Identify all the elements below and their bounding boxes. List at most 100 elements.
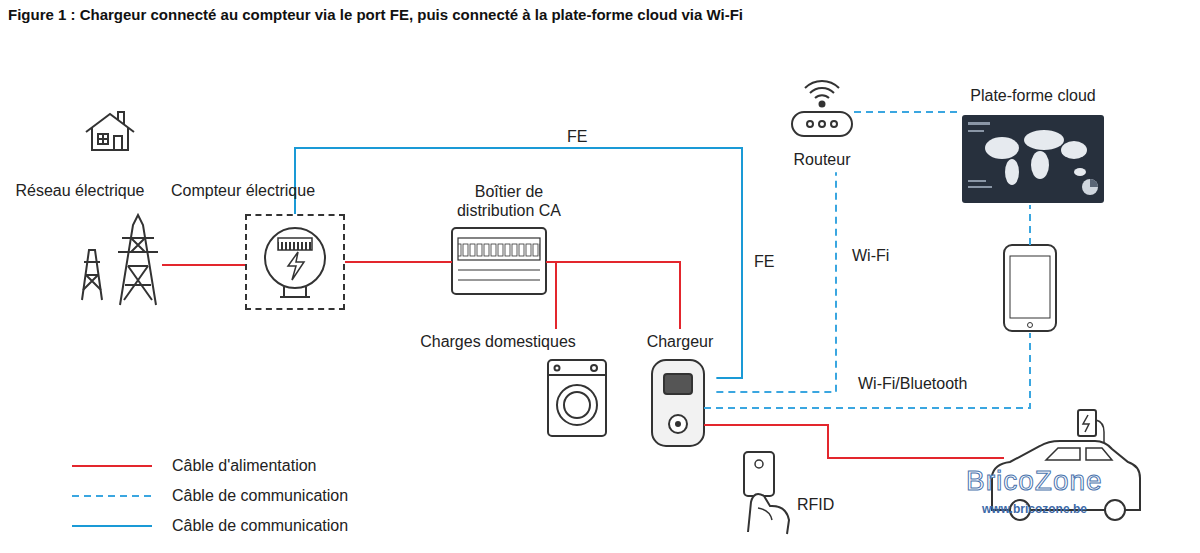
car-icon-part bbox=[1046, 448, 1112, 460]
meter-icon-part bbox=[288, 252, 304, 280]
cloud-screen-icon-part bbox=[1090, 179, 1098, 187]
house-icon-part bbox=[114, 136, 122, 150]
charger-icon bbox=[652, 360, 704, 446]
washing-machine-icon-part bbox=[564, 392, 590, 418]
legend-swatch bbox=[72, 525, 152, 527]
phone-icon-part bbox=[1004, 245, 1056, 331]
pylon-icon-part bbox=[120, 215, 156, 305]
charger-icon-part bbox=[652, 360, 704, 446]
meter-icon-part bbox=[278, 238, 312, 250]
node-label: Charges domestiques bbox=[420, 332, 576, 351]
node-label: Boîtier de distribution CA bbox=[439, 182, 579, 220]
phone-icon bbox=[1004, 245, 1056, 331]
router-icon-part bbox=[831, 121, 837, 127]
distribution-box-icon-part bbox=[452, 228, 546, 294]
phone-icon-part bbox=[1010, 256, 1050, 318]
cable-connector bbox=[854, 111, 962, 113]
router-icon-part bbox=[815, 95, 829, 98]
cloud-screen-icon-part bbox=[968, 122, 990, 125]
pylon-icon-part bbox=[118, 238, 158, 266]
node-label: Chargeur bbox=[647, 332, 714, 351]
cable-connector bbox=[546, 262, 556, 329]
phone-icon-part bbox=[1028, 323, 1033, 328]
meter-node: Compteur électrique bbox=[245, 214, 345, 310]
washing-machine-icon bbox=[548, 360, 606, 436]
meter-icon bbox=[265, 228, 325, 297]
router-icon bbox=[792, 81, 852, 136]
legend-swatch bbox=[72, 465, 152, 467]
extra-wires-part bbox=[1029, 205, 1031, 245]
distribution-box-icon-part bbox=[458, 270, 540, 280]
washing-machine-icon-part bbox=[591, 365, 597, 371]
pylon-icon-part bbox=[124, 238, 152, 300]
node-label: Plate-forme cloud bbox=[970, 86, 1095, 105]
router-icon-part bbox=[819, 121, 825, 127]
cloud-screen-icon-part bbox=[1061, 141, 1087, 159]
cloud-screen-icon-part bbox=[1031, 151, 1049, 179]
cable-connector bbox=[162, 264, 245, 266]
node-label: Routeur bbox=[794, 150, 851, 169]
charger-icon-part bbox=[669, 415, 687, 433]
legend-text: Câble d'alimentation bbox=[172, 456, 316, 475]
cloud-screen-icon-part bbox=[985, 137, 1019, 159]
washing-machine-icon-part bbox=[548, 360, 606, 436]
charger-node: Chargeur bbox=[644, 329, 717, 446]
node-label: Compteur électrique bbox=[171, 181, 315, 200]
pylon-icon-part bbox=[83, 262, 101, 290]
cloud-screen-icon-part bbox=[968, 180, 986, 182]
router-node: Routeur bbox=[790, 78, 854, 172]
charger-icon-part bbox=[664, 374, 692, 394]
house-icon-part bbox=[98, 134, 108, 144]
distribution-box-node: Boîtier de distribution CA bbox=[452, 228, 546, 294]
rfid-card-icon-part bbox=[748, 494, 789, 534]
extra-wires-part bbox=[704, 425, 1004, 458]
cloud-screen-icon-part bbox=[1074, 168, 1086, 176]
node-label: Réseau électrique bbox=[16, 181, 145, 200]
pylon-icon-part bbox=[82, 250, 102, 300]
cable-connector bbox=[295, 148, 742, 378]
washing-machine-icon-part bbox=[557, 385, 597, 425]
rfid-card-icon bbox=[744, 452, 789, 534]
cloud-screen-icon-part bbox=[968, 130, 984, 132]
house-icon-part bbox=[118, 112, 124, 124]
extra-wires-part bbox=[704, 333, 1030, 408]
washing-machine-icon-part bbox=[555, 366, 560, 371]
cloud-platform-node: Plate-forme cloud bbox=[962, 115, 1104, 203]
power-grid-node: Réseau électrique bbox=[78, 212, 162, 307]
rfid-card-icon-part bbox=[758, 508, 772, 520]
cloud-screen-icon-part bbox=[968, 186, 992, 188]
charger-icon-part bbox=[675, 421, 681, 427]
edge-label: Wi-Fi bbox=[852, 246, 889, 265]
node-label: RFID bbox=[797, 495, 834, 514]
cloud-screen-icon-part bbox=[962, 115, 1104, 203]
rfid-node: RFID bbox=[742, 452, 792, 534]
car-icon-part bbox=[1105, 500, 1125, 520]
legend-text: Câble de communication bbox=[172, 486, 348, 505]
router-icon-part bbox=[820, 102, 825, 107]
cable-connector bbox=[716, 172, 836, 392]
cloud-screen-icon-part bbox=[1024, 130, 1064, 150]
router-icon-part bbox=[807, 121, 813, 127]
figure-title: Figure 1 : Chargeur connecté au compteur… bbox=[8, 6, 743, 23]
legend-text: Câble de communication bbox=[172, 516, 348, 535]
watermark-url: www.bricozone.be bbox=[982, 502, 1087, 516]
cloud-screen-icon bbox=[962, 115, 1104, 203]
car-icon-part bbox=[1078, 410, 1096, 436]
signal-label: Wi-Fi/Bluetooth bbox=[858, 374, 967, 393]
washing-machine-icon-part bbox=[548, 374, 606, 376]
distribution-box-icon bbox=[452, 228, 546, 294]
house-icon-part bbox=[86, 114, 134, 132]
signal-label: FE bbox=[754, 252, 774, 271]
rfid-card-icon-part bbox=[755, 460, 763, 468]
house-icon-part bbox=[92, 128, 128, 150]
household-load-node: Charges domestiques bbox=[417, 329, 606, 436]
router-icon-part bbox=[805, 81, 839, 88]
cloud-screen-icon-part bbox=[1082, 179, 1098, 195]
rfid-card-icon-part bbox=[744, 452, 774, 496]
house-icon bbox=[86, 112, 134, 150]
car-icon-part bbox=[1096, 420, 1104, 442]
cloud-screen-icon-part bbox=[1005, 159, 1019, 185]
cable-connector bbox=[546, 262, 680, 329]
meter-icon-part bbox=[265, 228, 325, 288]
